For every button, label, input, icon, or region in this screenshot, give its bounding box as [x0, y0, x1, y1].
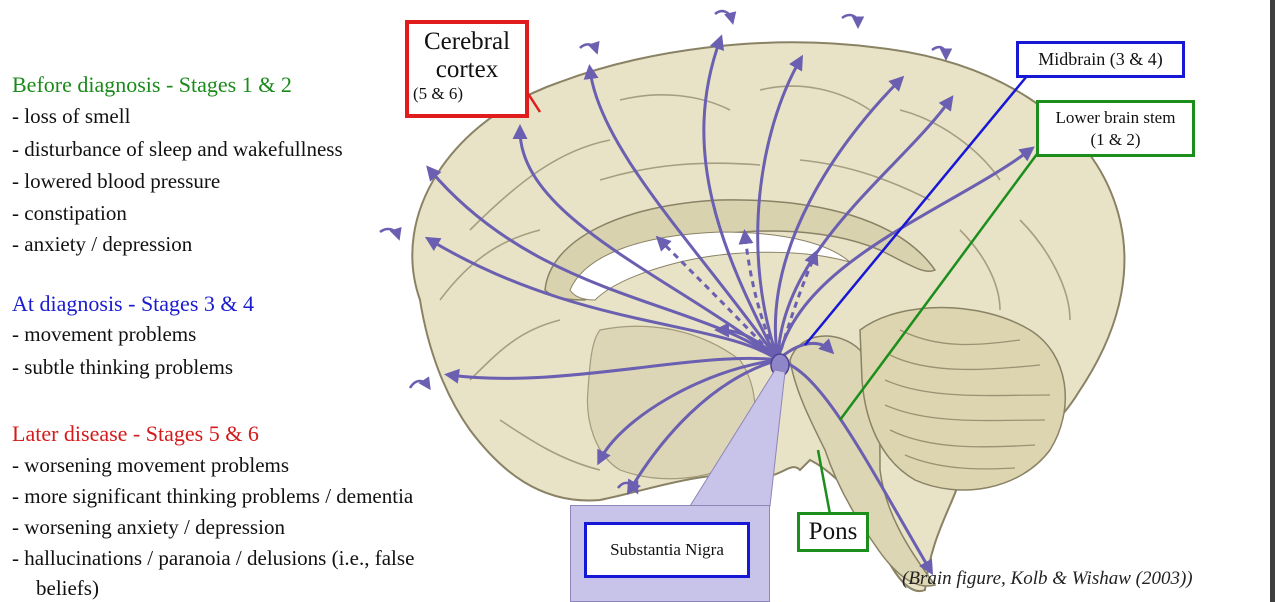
- stage-1-2-item: - lowered blood pressure: [12, 169, 220, 193]
- figure-citation: (Brain figure, Kolb & Wishaw (2003)): [902, 568, 1193, 590]
- lower-brain-stem-label-stages: (1 & 2): [1039, 129, 1192, 151]
- pons-label: Pons: [797, 512, 869, 552]
- stage-1-2-item: - anxiety / depression: [12, 232, 192, 256]
- stage-3-4-item: - movement problems: [12, 322, 196, 346]
- stage-5-6-item: - hallucinations / paranoia / delusions …: [12, 546, 414, 570]
- cerebral-cortex-label: Cerebral cortex (5 & 6): [405, 20, 529, 118]
- lower-brain-stem-label-line1: Lower brain stem: [1039, 107, 1192, 129]
- stage-5-6-item: beliefs): [36, 576, 99, 600]
- stage-5-6-heading: Later disease - Stages 5 & 6: [12, 422, 259, 446]
- stage-3-4-heading: At diagnosis - Stages 3 & 4: [12, 292, 254, 316]
- stage-1-2-item: - loss of smell: [12, 104, 130, 128]
- substantia-nigra-label: Substantia Nigra: [584, 522, 750, 578]
- cerebral-cortex-label-line2: cortex: [409, 56, 525, 84]
- stage-5-6-item: - more significant thinking problems / d…: [12, 484, 413, 508]
- stage-5-6-item: - worsening anxiety / depression: [12, 515, 285, 539]
- right-border: [1270, 0, 1275, 602]
- lower-brain-stem-label: Lower brain stem (1 & 2): [1036, 100, 1195, 157]
- stage-3-4-item: - subtle thinking problems: [12, 355, 233, 379]
- midbrain-label: Midbrain (3 & 4): [1016, 41, 1185, 78]
- stage-1-2-item: - disturbance of sleep and wakefullness: [12, 137, 343, 161]
- cerebral-cortex-label-line1: Cerebral: [409, 28, 525, 56]
- stage-1-2-heading: Before diagnosis - Stages 1 & 2: [12, 73, 292, 97]
- stage-1-2-item: - constipation: [12, 201, 127, 225]
- stage-5-6-item: - worsening movement problems: [12, 453, 289, 477]
- cerebral-cortex-label-stages: (5 & 6): [409, 84, 525, 104]
